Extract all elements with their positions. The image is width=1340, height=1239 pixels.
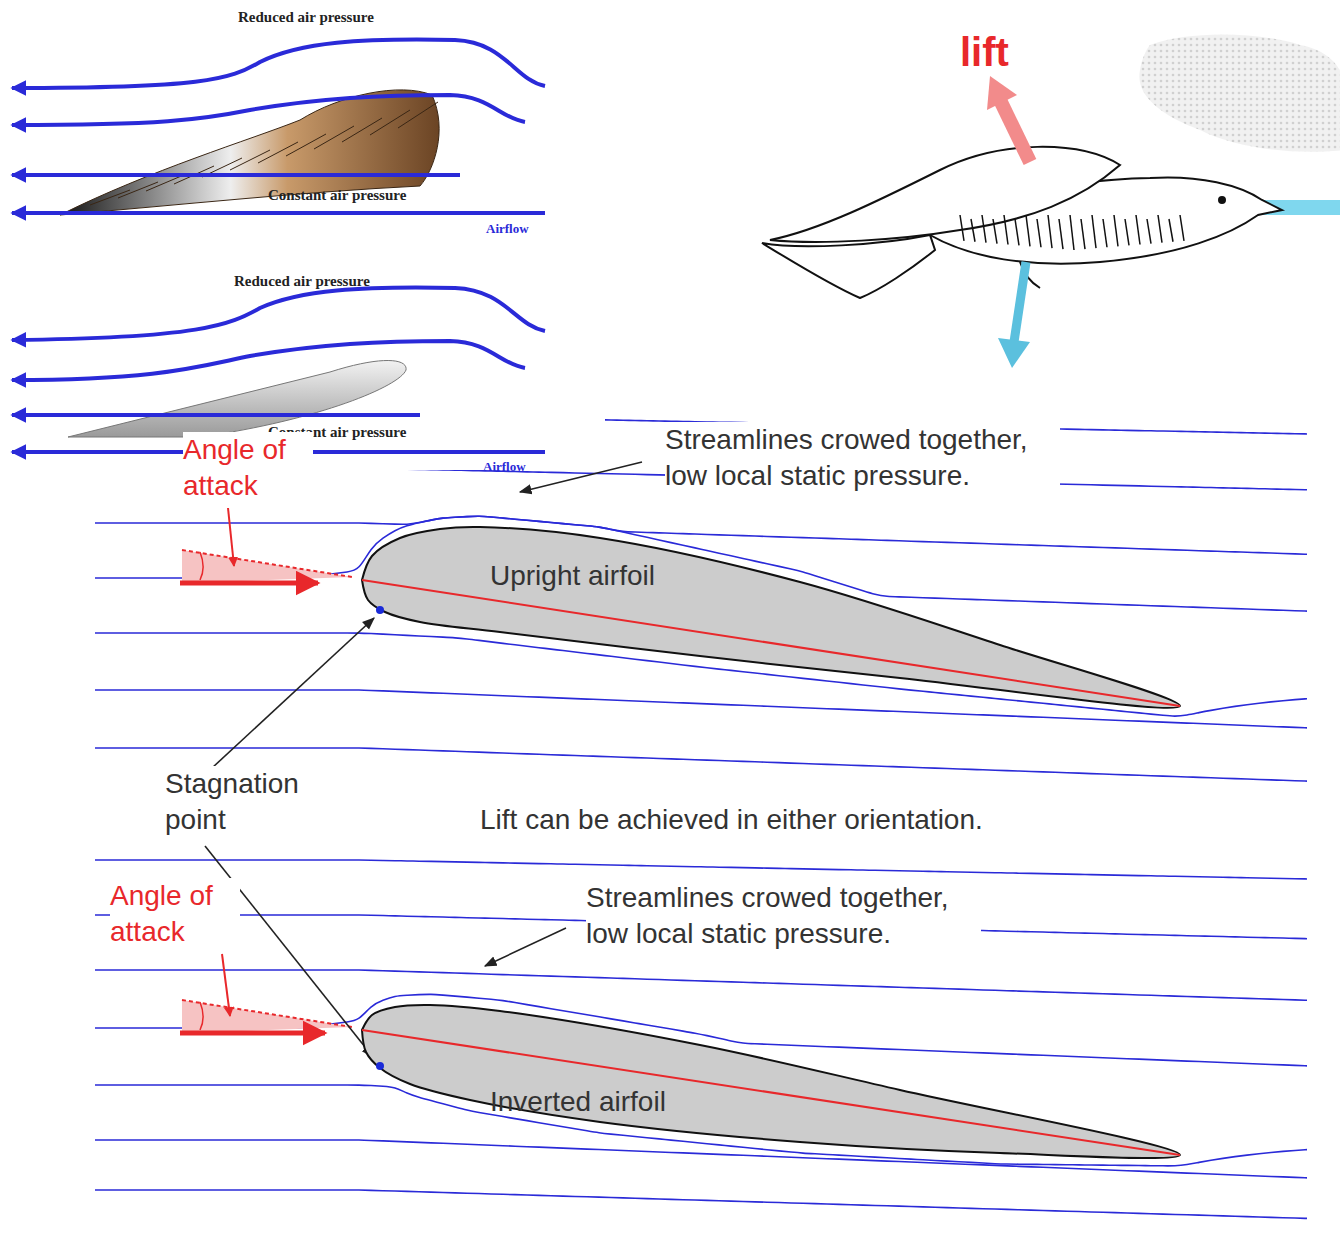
- pressure-label: Constant air pressure: [268, 186, 406, 206]
- lift-arrow: [1000, 100, 1030, 162]
- streamline: [95, 970, 1307, 1000]
- lift-label: lift: [960, 26, 1009, 78]
- angle-of-attack-mark: [180, 954, 352, 1033]
- callout-note: Streamlines crowed together, low local s…: [665, 422, 1060, 495]
- lift-arrowhead: [987, 76, 1017, 110]
- angle-label: Angle of attack: [183, 432, 313, 505]
- angle-of-attack-mark: [180, 508, 352, 583]
- airfoil-shape: [356, 1000, 1186, 1162]
- airflow-arrows: [12, 40, 545, 452]
- airfoil-shape: [356, 522, 1186, 714]
- streamlines: [95, 415, 1307, 1218]
- weight-arrow: [1014, 262, 1026, 342]
- airfoil: Upright airfoil: [356, 522, 1186, 714]
- cloud: [1139, 34, 1340, 151]
- callout-note: Stagnation point: [165, 766, 325, 839]
- caption-note: Lift can be achieved in either orientati…: [480, 802, 1040, 838]
- streamline: [95, 1190, 1307, 1218]
- streamline: [95, 860, 1307, 879]
- panel-ground: [0, 0, 605, 470]
- airfoil: Inverted airfoil: [356, 1000, 1186, 1162]
- pressure-label: Reduced air pressure: [234, 272, 370, 292]
- airflow-label: Airflow: [483, 459, 526, 476]
- airfoil-label: Inverted airfoil: [490, 1086, 666, 1118]
- callout-note: Streamlines crowed together, low local s…: [586, 880, 981, 953]
- airflow-label: Airflow: [486, 221, 529, 238]
- airfoil-label: Upright airfoil: [490, 560, 655, 592]
- weight-arrowhead: [998, 338, 1030, 368]
- pressure-label: Reduced air pressure: [238, 8, 374, 28]
- angle-label: Angle of attack: [110, 878, 240, 951]
